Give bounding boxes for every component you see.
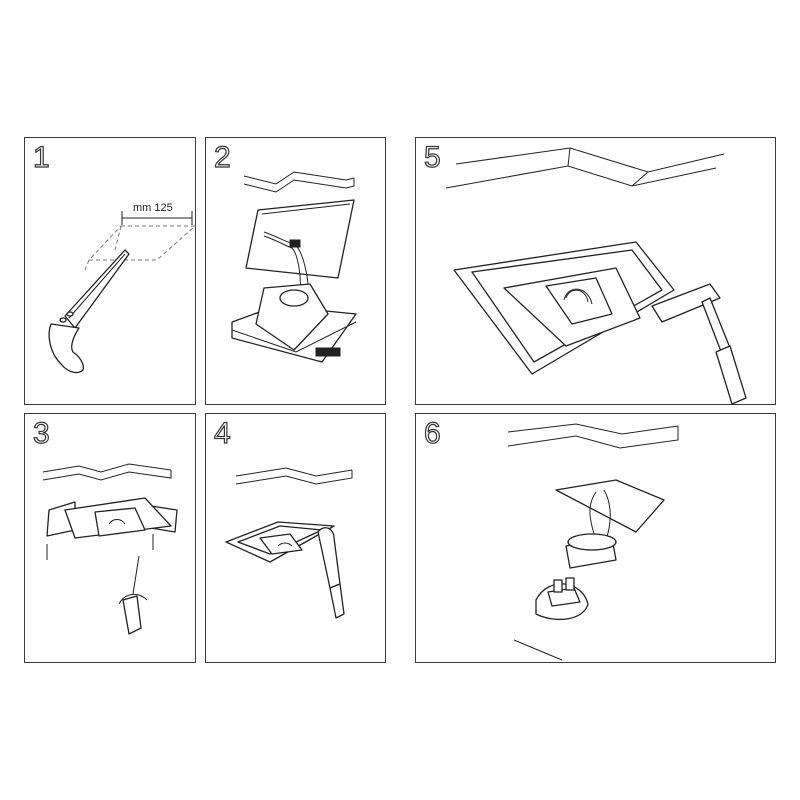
cut-size-label: mm 125 [133,202,173,214]
ceiling-icon [42,463,172,481]
ceiling-cutout-icon [245,199,355,279]
screwdriver-icon [118,555,148,635]
lamp-socket-icon [565,533,617,569]
step-1-number: 1 [32,140,50,174]
dimension-line: mm 125 [121,202,193,225]
step-1-panel: 1 mm 125 [24,137,196,405]
step-6-illustration [507,423,679,661]
fixture-frame-icon [225,521,335,563]
step-4-number: 4 [213,416,231,450]
step-6-number: 6 [423,416,441,450]
step-2-illustration [231,171,357,363]
fixture-frame-icon [453,241,675,375]
ceiling-icon [243,171,355,193]
step-2-number: 2 [213,140,231,174]
step-5-panel: 5 [415,137,776,405]
brush-icon [317,527,345,619]
step-2-panel: 2 [205,137,386,405]
ceiling-icon [235,467,353,485]
step-6-panel: 6 [415,413,776,663]
step-4-panel: 4 [205,413,386,663]
step-3-panel: 3 [24,413,196,663]
cable-connector-icon [263,231,309,301]
housing-icon [231,283,357,363]
step-5-illustration [445,147,747,404]
saw-icon [48,249,130,374]
fixture-frame-icon [46,497,178,539]
cut-outline [87,225,195,261]
screw-icon [46,534,154,560]
step-5-number: 5 [423,140,441,174]
step-3-illustration [42,463,178,635]
ceiling-icon [445,147,725,189]
roller-icon [651,283,747,404]
lamp-bulb-icon [535,577,589,621]
step-3-number: 3 [32,416,50,450]
step-4-illustration [225,467,353,619]
ceiling-icon [507,423,679,449]
ceiling-edge-line [513,639,563,661]
step-1-illustration: mm 125 [48,202,195,374]
